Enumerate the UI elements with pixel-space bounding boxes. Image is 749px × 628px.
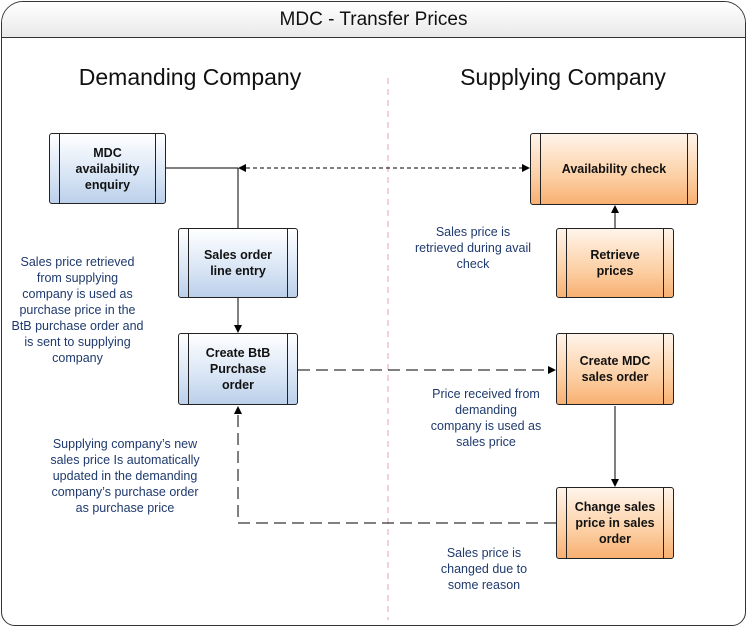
- lane-title-demanding: Demanding Company: [78, 64, 302, 90]
- note-new-sales-price-updated: Supplying company’s new sales price Is a…: [50, 437, 200, 515]
- box-label: Sales order line entry: [203, 248, 273, 278]
- box-sales-order-line-entry: Sales order line entry: [178, 228, 298, 298]
- note-sales-price-retrieved: Sales price retrieved from supplying com…: [11, 255, 144, 365]
- box-label: Change sales price in sales order: [574, 500, 656, 546]
- note-price-received: Price received from demanding company is…: [430, 387, 542, 449]
- lane-title-supplying: Supplying Company: [460, 64, 666, 90]
- box-create-btb-purchase-order: Create BtB Purchase order: [178, 333, 298, 405]
- box-label: Create MDC sales order: [579, 354, 651, 384]
- box-availability-check: Availability check: [530, 133, 698, 205]
- box-change-sales-price: Change sales price in sales order: [556, 487, 674, 559]
- note-retrieved-during-avail-check: Sales price is retrieved during avail ch…: [414, 225, 532, 271]
- note-sales-price-changed: Sales price is changed due to some reaso…: [440, 546, 528, 592]
- box-label: Create BtB Purchase order: [205, 346, 271, 392]
- box-label: Retrieve prices: [590, 248, 640, 278]
- box-retrieve-prices: Retrieve prices: [556, 228, 674, 298]
- connector-change-price-to-btb: [234, 406, 556, 524]
- box-label: Availability check: [561, 162, 667, 176]
- box-label: MDC availability enquiry: [75, 145, 140, 192]
- box-mdc-availability-enquiry: MDC availability enquiry: [49, 133, 166, 204]
- diagram-title: MDC - Transfer Prices: [2, 2, 745, 38]
- box-create-mdc-sales-order: Create MDC sales order: [556, 333, 674, 405]
